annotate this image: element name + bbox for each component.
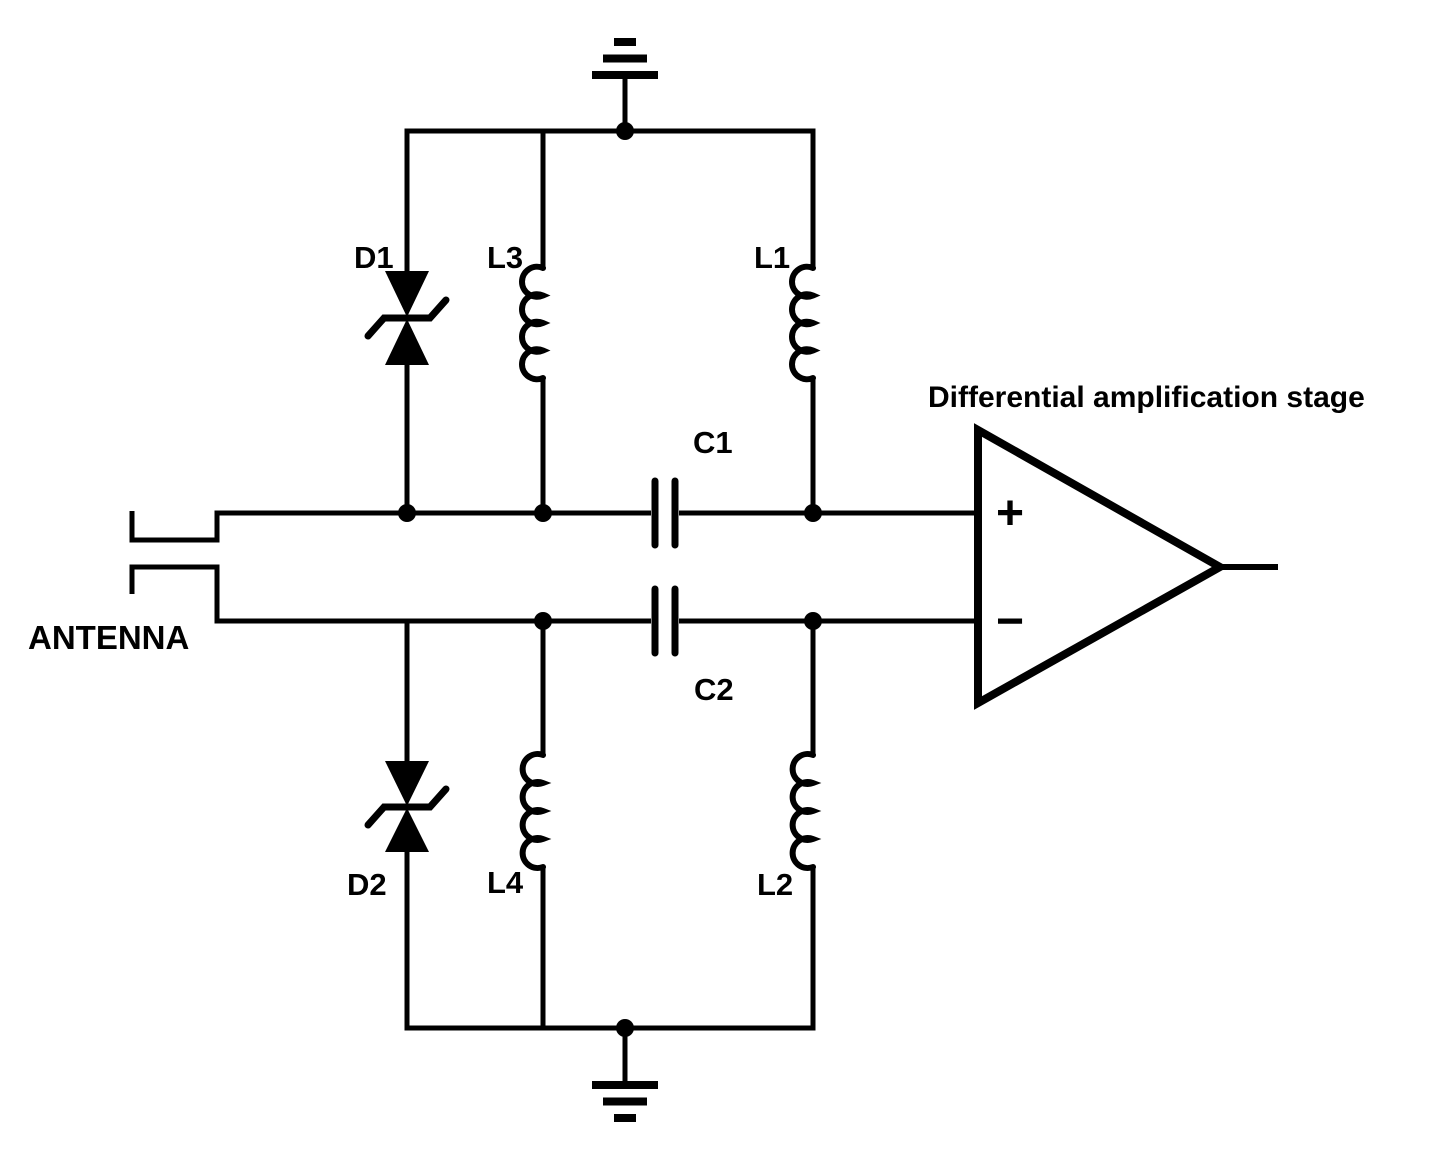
l4-coil bbox=[519, 751, 552, 871]
inductor-l2 bbox=[789, 621, 822, 871]
capacitor-c1 bbox=[651, 477, 679, 549]
label-c1: C1 bbox=[693, 425, 733, 460]
ground-symbol-bottom bbox=[592, 1028, 658, 1122]
bottom-rail-wire bbox=[404, 850, 816, 1031]
label-l1: L1 bbox=[754, 240, 790, 275]
l1-coil bbox=[789, 263, 821, 383]
l2-coil bbox=[789, 751, 822, 871]
label-d2: D2 bbox=[347, 867, 387, 902]
junction-dot bbox=[616, 1019, 634, 1037]
junction-dot bbox=[804, 612, 822, 630]
d2-upper-triangle bbox=[385, 761, 429, 806]
d1-zener-bar bbox=[364, 296, 450, 340]
antenna-label: ANTENNA bbox=[28, 619, 189, 656]
label-d1: D1 bbox=[354, 240, 394, 275]
opamp-symbol: + − bbox=[974, 423, 1278, 710]
opamp-minus-input-label: − bbox=[996, 595, 1024, 648]
tvs-diode-d1 bbox=[364, 271, 450, 513]
l3-coil bbox=[519, 263, 551, 383]
junction-dot bbox=[534, 612, 552, 630]
junction-dot bbox=[804, 504, 822, 522]
antenna-top-lead bbox=[129, 510, 651, 543]
inductor-l4 bbox=[519, 621, 552, 1028]
label-l3: L3 bbox=[487, 240, 523, 275]
opamp-triangle bbox=[974, 423, 1229, 710]
label-l4: L4 bbox=[487, 865, 524, 900]
label-c2: C2 bbox=[694, 672, 734, 707]
d1-lower-triangle bbox=[385, 319, 429, 365]
top-rail-wire bbox=[404, 128, 816, 272]
d1-upper-triangle bbox=[385, 271, 429, 317]
junction-dot bbox=[534, 504, 552, 522]
inductor-l1 bbox=[789, 263, 821, 513]
label-l2: L2 bbox=[757, 867, 793, 902]
antenna-bottom-lead bbox=[129, 564, 651, 624]
d2-zener-bar bbox=[364, 785, 450, 829]
junction-dots bbox=[398, 122, 822, 1037]
junction-dot bbox=[616, 122, 634, 140]
d2-lower-triangle bbox=[385, 808, 429, 852]
junction-dot bbox=[398, 504, 416, 522]
tvs-diode-d2 bbox=[364, 621, 450, 852]
ground-symbol-top bbox=[592, 38, 658, 131]
inductor-l3 bbox=[519, 263, 551, 513]
opamp-plus-input-label: + bbox=[996, 487, 1024, 540]
antenna-symbol bbox=[129, 510, 978, 624]
diagram-title: Differential amplification stage bbox=[928, 381, 1365, 414]
capacitor-c2 bbox=[651, 585, 679, 657]
